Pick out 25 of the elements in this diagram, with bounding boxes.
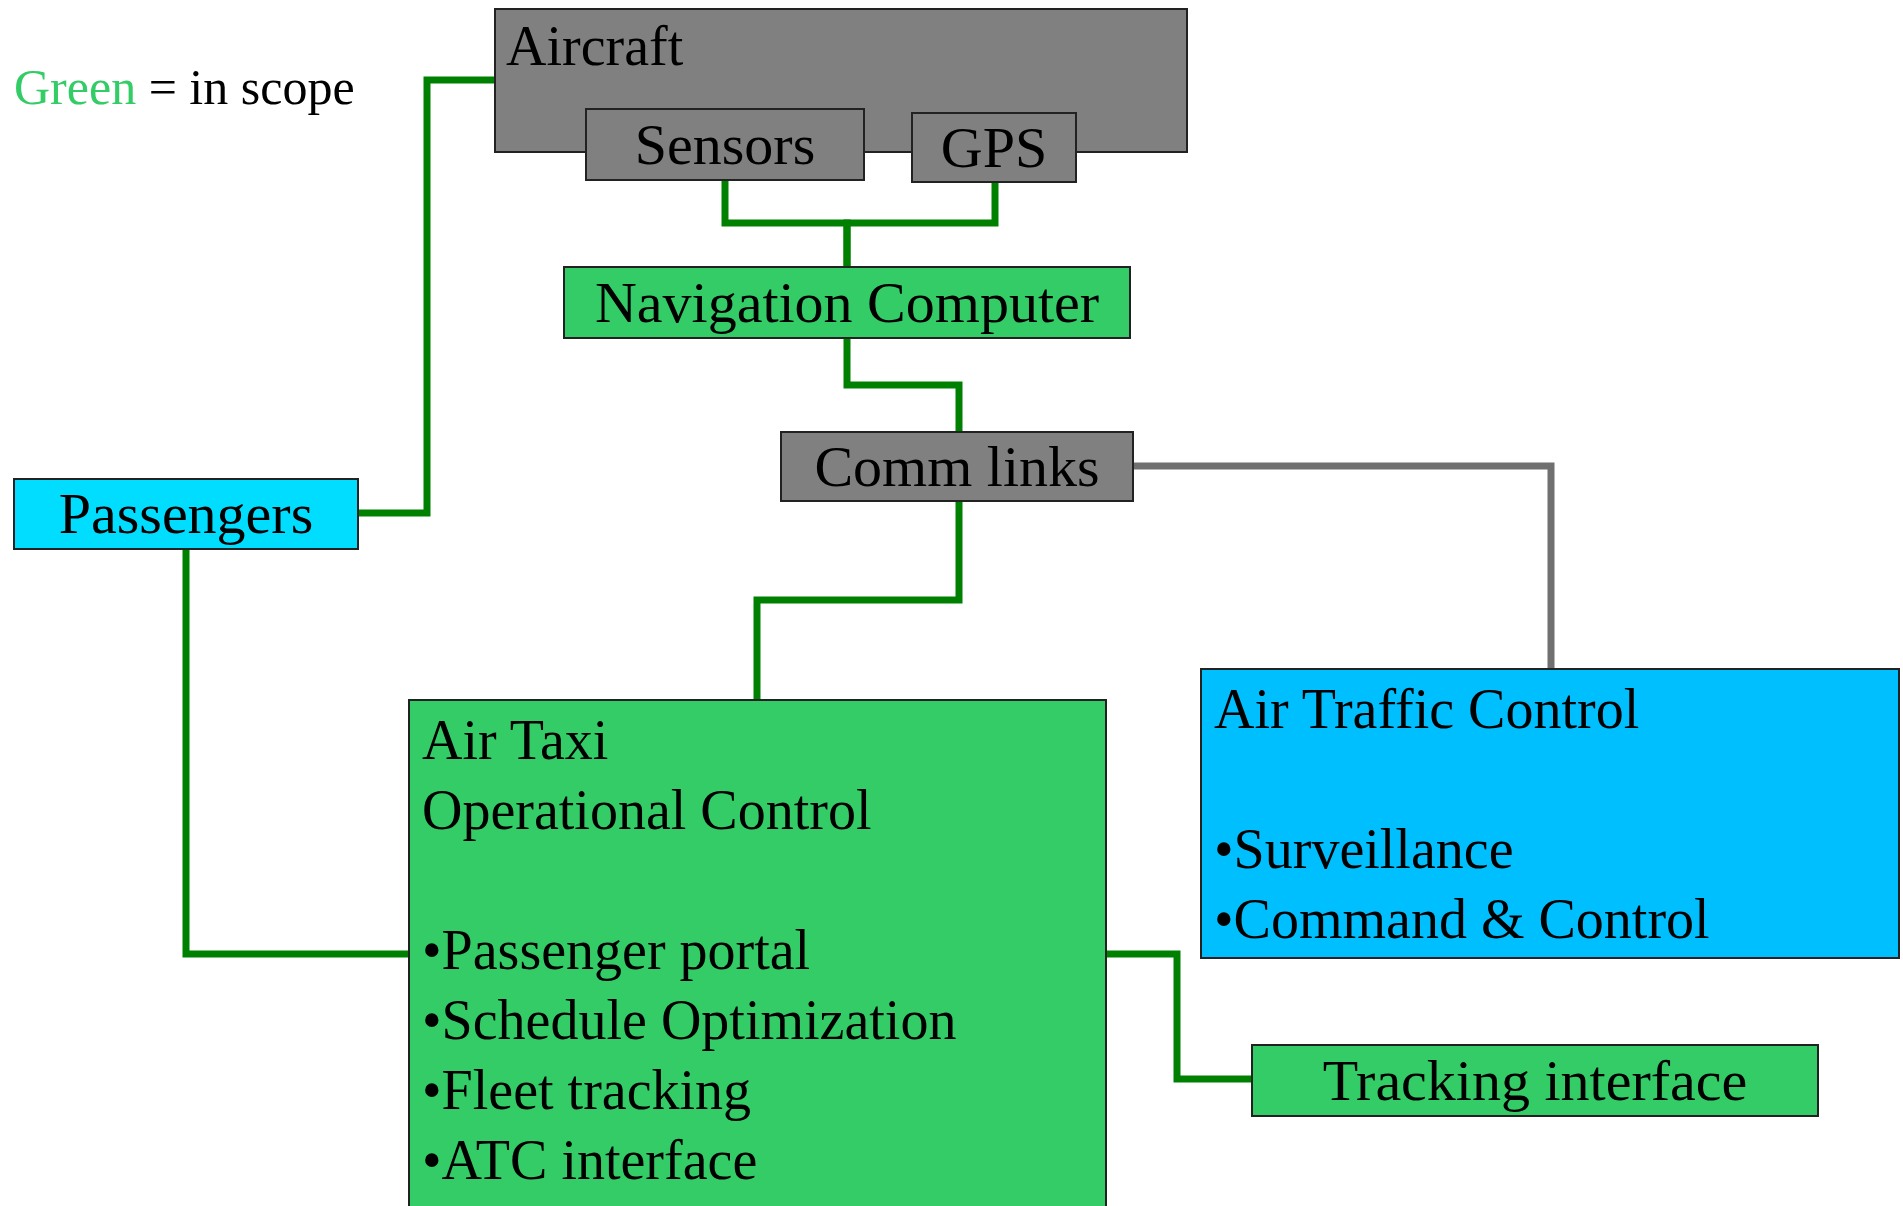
node-title: Air Taxi Operational Control	[422, 708, 873, 843]
node-box	[13, 478, 359, 550]
node-title: Comm links	[814, 437, 1100, 496]
legend-text: = in scope	[147, 59, 355, 115]
node-title: Navigation Computer	[594, 273, 1100, 332]
node-box	[563, 266, 1131, 339]
node-title: Passengers	[58, 485, 314, 543]
node-title: GPS	[940, 118, 1048, 177]
node-title: Aircraft	[506, 18, 684, 74]
bullet-item: •ATC interface	[422, 1128, 759, 1193]
node-title: Sensors	[634, 115, 816, 174]
node-box	[1200, 668, 1900, 959]
bullet-item: •Passenger portal	[422, 918, 812, 983]
node-box	[585, 108, 865, 181]
node-box	[408, 699, 1107, 1206]
bullet-item: •Fleet tracking	[422, 1058, 753, 1123]
node-box	[1251, 1044, 1819, 1117]
node-box	[911, 112, 1077, 183]
bullet-item: •Schedule Optimization	[422, 988, 958, 1053]
bullet-item: •Command & Control	[1214, 887, 1711, 952]
node-title: Tracking interface	[1322, 1051, 1748, 1110]
legend-key: Green	[14, 59, 137, 115]
bullet-item: •Surveillance	[1214, 817, 1515, 882]
node-box	[780, 431, 1134, 502]
node-title: Air Traffic Control	[1214, 677, 1641, 742]
